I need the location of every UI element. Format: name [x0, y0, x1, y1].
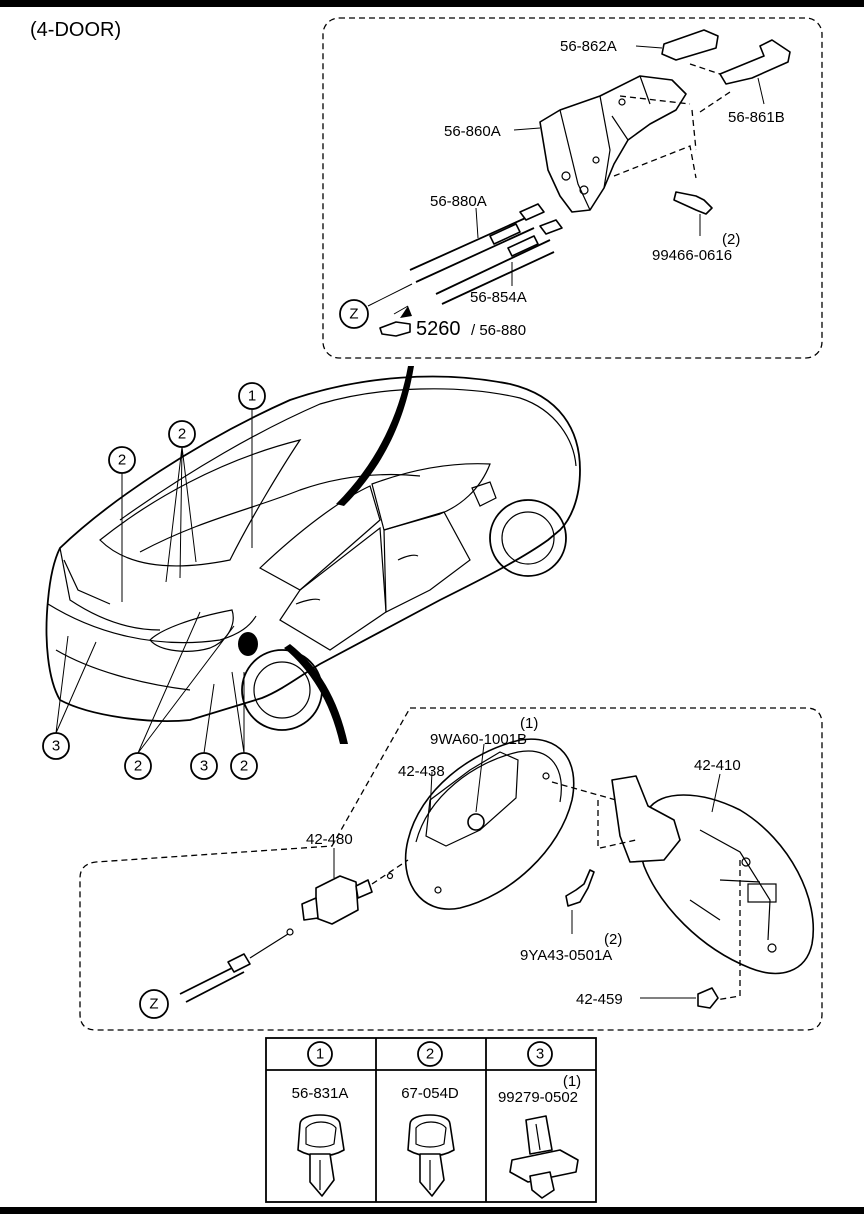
callout-3-left[interactable]: 3 [52, 738, 60, 755]
callout-2-bottom[interactable]: 2 [134, 758, 142, 775]
car-callouts: 1 2 2 3 2 3 2 [42, 382, 266, 780]
table-col1-part[interactable]: 56-831A [292, 1085, 349, 1102]
callout-2-top[interactable]: 2 [178, 426, 186, 443]
pointing-hand-icon [379, 321, 411, 337]
part-56-862a-shape [661, 29, 719, 61]
connector-swoosh-upper [336, 366, 414, 506]
part-56-861b-shape [719, 39, 791, 85]
callout-2-left[interactable]: 2 [118, 452, 126, 469]
part-9ya43-0501a-shape [565, 869, 595, 907]
table-col1-num: 1 [316, 1046, 324, 1063]
label-42-438[interactable]: 42-438 [398, 763, 445, 780]
upper-detail: 56-862A 56-861B 56-860A (2) 99466-0616 5… [339, 29, 791, 340]
upper-detail-frame [322, 17, 823, 359]
clip-99279-0502-shape [509, 1115, 579, 1199]
bottom-rule [0, 1207, 864, 1214]
table-col2-part[interactable]: 67-054D [401, 1085, 459, 1102]
table-col2-num: 2 [426, 1046, 434, 1063]
part-56-854a-shape [507, 235, 539, 257]
note-ref: / 56-880 [471, 322, 526, 339]
top-rule [0, 0, 864, 7]
car-illustration [45, 375, 581, 731]
table-col3-part[interactable]: 99279-0502 [498, 1089, 578, 1106]
part-42-410-shape [639, 794, 814, 975]
label-56-860a[interactable]: 56-860A [444, 123, 501, 140]
table-col3-num: 3 [536, 1046, 544, 1063]
callout-3-bottom[interactable]: 3 [200, 758, 208, 775]
part-42-438-shape [404, 738, 575, 910]
label-56-880a[interactable]: 56-880A [430, 193, 487, 210]
label-56-854a[interactable]: 56-854A [470, 289, 527, 306]
label-9wa60-1001b-qty: (1) [520, 715, 538, 732]
part-99466-0616-shape [673, 191, 713, 215]
page-title: (4-DOOR) [30, 19, 121, 41]
callout-2-lid[interactable]: 2 [240, 758, 248, 775]
callout-1[interactable]: 1 [248, 388, 256, 405]
ref-marker-z-lower [139, 989, 169, 1019]
label-9wa60-1001b[interactable]: 9WA60-1001B [430, 731, 527, 748]
label-42-480[interactable]: 42-480 [306, 831, 353, 848]
clip-67-054d-shape [407, 1114, 455, 1197]
part-56-860a-shape [539, 75, 687, 213]
note-code[interactable]: 5260 [416, 318, 461, 340]
fastener-table: 1 56-831A 2 67-054D 3 (1) 99279-0502 [265, 1037, 597, 1203]
ref-marker-z-upper-text: Z [349, 306, 358, 323]
label-99466-0616[interactable]: 99466-0616 [652, 247, 732, 264]
ref-marker-z-lower-text: Z [149, 996, 158, 1013]
label-99466-0616-qty: (2) [722, 231, 740, 248]
part-56-880a-shape [489, 223, 521, 245]
clip-56-831a-shape [297, 1114, 345, 1197]
label-56-862a[interactable]: 56-862A [560, 38, 617, 55]
ref-marker-z-upper [339, 299, 369, 329]
part-42-480-shape [315, 875, 359, 925]
label-42-410[interactable]: 42-410 [694, 757, 741, 774]
part-42-459-shape [697, 987, 719, 1009]
table-col3-qty: (1) [563, 1073, 581, 1090]
lower-detail-frame [79, 707, 823, 1031]
lower-detail: 42-438 (1) 9WA60-1001B 42-410 42-480 (2)… [139, 715, 814, 1019]
label-9ya43-0501a-qty: (2) [604, 931, 622, 948]
connector-swoosh-lower [284, 644, 348, 744]
label-42-459[interactable]: 42-459 [576, 991, 623, 1008]
label-9ya43-0501a[interactable]: 9YA43-0501A [520, 947, 612, 964]
label-56-861b[interactable]: 56-861B [728, 109, 785, 126]
